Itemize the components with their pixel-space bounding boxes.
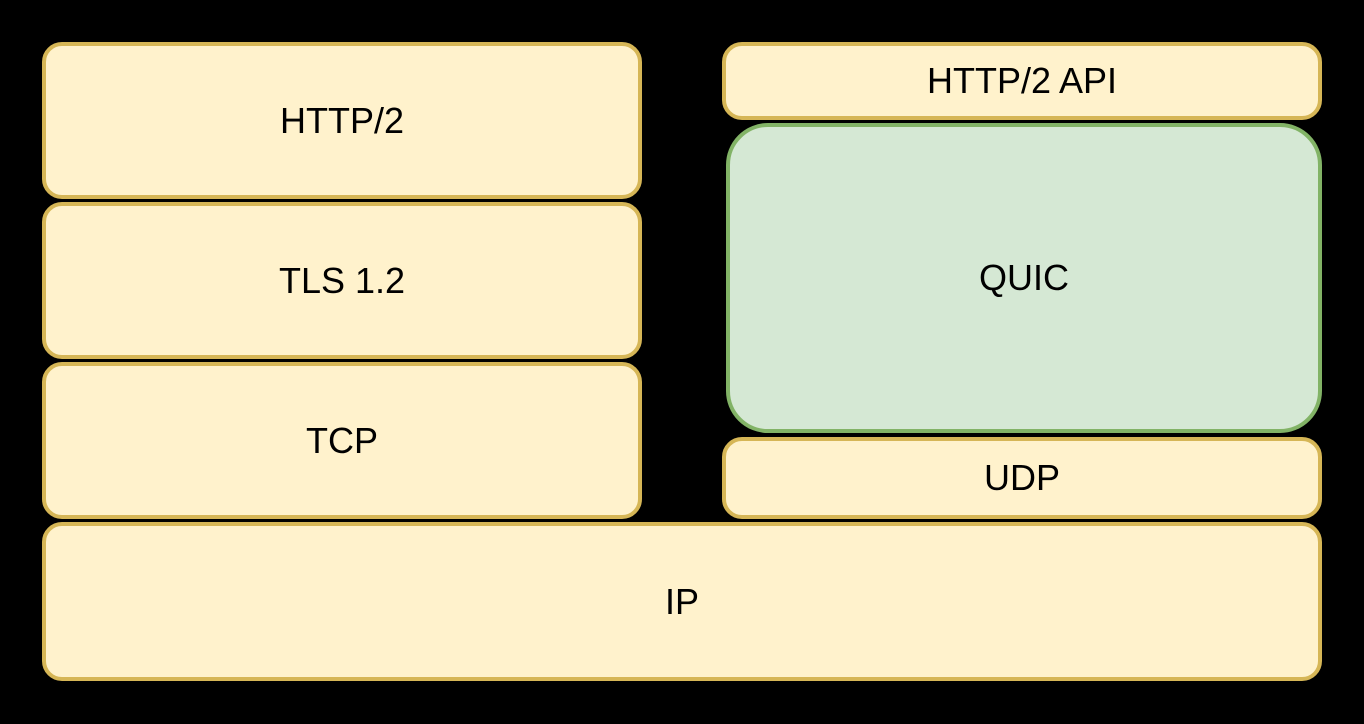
- box-http2-api: HTTP/2 API: [722, 42, 1322, 120]
- box-ip-label: IP: [664, 580, 699, 622]
- box-udp-label: UDP: [983, 457, 1060, 498]
- box-tls-1-2: TLS 1.2: [42, 202, 642, 359]
- box-quic: QUIC: [726, 123, 1322, 433]
- box-quic-label: QUIC: [979, 257, 1069, 298]
- box-tcp: TCP: [42, 362, 642, 519]
- box-http2-api-label: HTTP/2 API: [926, 60, 1118, 101]
- box-ip: IP: [42, 522, 1322, 681]
- box-udp: UDP: [722, 437, 1322, 519]
- box-http2-label: HTTP/2: [279, 99, 404, 141]
- box-http2: HTTP/2: [42, 42, 642, 199]
- box-tcp-label: TCP: [306, 419, 378, 461]
- box-tls-1-2-label: TLS 1.2: [278, 259, 406, 301]
